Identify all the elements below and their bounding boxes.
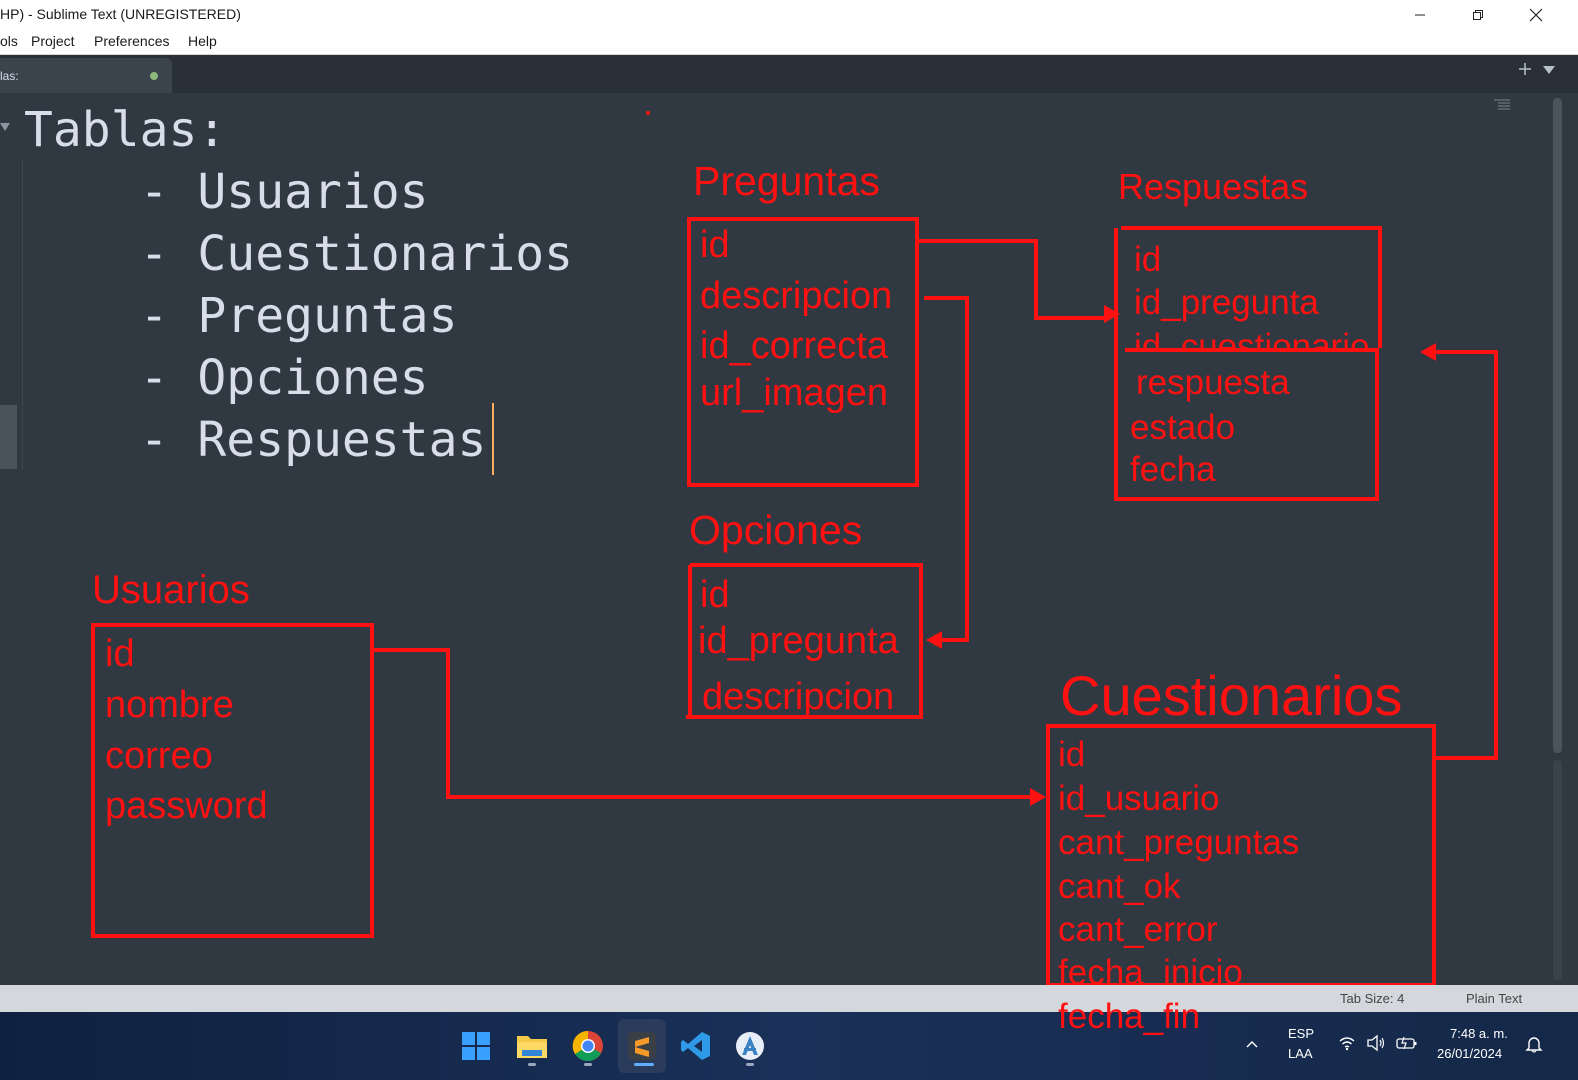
preguntas-field: id_correcta xyxy=(700,325,888,367)
file-explorer-icon[interactable] xyxy=(514,1028,550,1064)
code-line-4: - Preguntas xyxy=(24,288,458,344)
cuestionarios-title: Cuestionarios xyxy=(1060,664,1403,727)
notifications-icon[interactable] xyxy=(1524,1034,1544,1054)
menu-preferences[interactable]: Preferences xyxy=(94,33,170,49)
usuarios-field: nombre xyxy=(105,684,234,726)
wifi-icon[interactable] xyxy=(1338,1034,1356,1052)
cuestionarios-field: fecha_fin xyxy=(1058,997,1201,1036)
preguntas-title: Preguntas xyxy=(693,158,880,204)
tab-menu-chevron-icon[interactable] xyxy=(1543,66,1555,74)
opciones-field: id xyxy=(700,574,730,616)
restore-icon[interactable] xyxy=(1455,0,1501,29)
fold-arrow-icon[interactable] xyxy=(0,123,10,131)
syntax-indicator[interactable]: Plain Text xyxy=(1466,991,1523,1006)
opciones-title: Opciones xyxy=(689,507,863,553)
usuarios-field: id xyxy=(105,633,135,675)
menu-project[interactable]: Project xyxy=(31,33,75,49)
volume-icon[interactable] xyxy=(1366,1034,1386,1052)
code-line-5: - Opciones xyxy=(24,350,429,406)
clock-date[interactable]: 26/01/2024 xyxy=(1437,1046,1503,1061)
respuestas-field: id_pregunta xyxy=(1134,283,1319,322)
scrollbar-track[interactable] xyxy=(1553,760,1562,980)
respuestas-field: fecha xyxy=(1130,450,1216,489)
taskbar-active-indicator xyxy=(634,1063,654,1066)
gutter-current-line xyxy=(0,405,17,469)
unsaved-dot-icon[interactable] xyxy=(150,72,158,80)
preguntas-field: id xyxy=(700,224,730,266)
tab-active[interactable]: las: xyxy=(0,58,172,93)
taskbar-running-indicator xyxy=(584,1063,592,1066)
tab-bar: las: xyxy=(0,55,1578,93)
usuarios-field: correo xyxy=(105,735,213,777)
usuarios-field: password xyxy=(105,785,268,827)
text-caret xyxy=(492,403,494,475)
cuestionarios-field: cant_error xyxy=(1058,910,1218,949)
taskbar-running-indicator xyxy=(528,1063,536,1066)
title-bar: HP) - Sublime Text (UNREGISTERED) xyxy=(0,0,1578,29)
cuestionarios-field: id_usuario xyxy=(1058,779,1220,818)
cuestionarios-field: cant_preguntas xyxy=(1058,823,1300,862)
respuestas-field: estado xyxy=(1130,408,1236,447)
code-line-6: - Respuestas xyxy=(24,412,487,468)
code-line-3: - Cuestionarios xyxy=(24,226,574,282)
menu-bar: ols Project Preferences Help xyxy=(0,29,1578,55)
menu-help[interactable]: Help xyxy=(188,33,217,49)
input-language-variant[interactable]: LAA xyxy=(1288,1046,1313,1061)
preguntas-field: descripcion xyxy=(700,275,893,317)
respuestas-field: id xyxy=(1134,240,1162,279)
vscode-icon[interactable] xyxy=(678,1028,714,1064)
tab-label: las: xyxy=(0,69,19,83)
taskbar-running-indicator xyxy=(746,1063,754,1066)
chrome-icon[interactable] xyxy=(570,1028,606,1064)
indent-guide xyxy=(22,160,23,470)
menu-tools[interactable]: ols xyxy=(0,33,18,49)
show-hidden-icons-chevron-icon[interactable] xyxy=(1244,1038,1260,1052)
respuestas-field: respuesta xyxy=(1136,363,1290,402)
opciones-field: id_pregunta xyxy=(698,620,899,662)
windows-start-icon[interactable] xyxy=(458,1028,494,1064)
code-line-1: Tablas: xyxy=(24,102,227,158)
respuestas-title: Respuestas xyxy=(1118,166,1309,207)
usuarios-title: Usuarios xyxy=(92,568,250,612)
cuestionarios-field: id xyxy=(1058,735,1086,774)
status-bar: Tab Size: 4 Plain Text xyxy=(0,985,1578,1012)
code-line-2: - Usuarios xyxy=(24,164,429,220)
sublime-text-icon[interactable] xyxy=(624,1028,660,1064)
opciones-field: descripcion xyxy=(702,676,895,718)
input-language[interactable]: ESP xyxy=(1288,1026,1315,1041)
close-icon[interactable] xyxy=(1513,0,1559,29)
taskbar: ESP LAA 7:48 a. m. 26/01/2024 xyxy=(0,1012,1578,1080)
minimize-icon[interactable] xyxy=(1397,0,1443,29)
vertical-scrollbar[interactable] xyxy=(1553,98,1562,753)
preguntas-field: url_imagen xyxy=(700,372,888,414)
tab-size-indicator[interactable]: Tab Size: 4 xyxy=(1340,991,1405,1006)
window-title: HP) - Sublime Text (UNREGISTERED) xyxy=(0,6,241,22)
battery-icon[interactable] xyxy=(1395,1034,1419,1052)
clock-time[interactable]: 7:48 a. m. xyxy=(1450,1026,1508,1041)
new-tab-plus-icon[interactable] xyxy=(1518,62,1532,76)
cuestionarios-field: cant_ok xyxy=(1058,867,1181,906)
android-studio-icon[interactable] xyxy=(732,1028,768,1064)
minimap-toggle-icon[interactable] xyxy=(1492,98,1512,112)
respuestas-field: id_cuestionario xyxy=(1134,329,1370,351)
cuestionarios-field: fecha_inicio xyxy=(1058,955,1243,983)
